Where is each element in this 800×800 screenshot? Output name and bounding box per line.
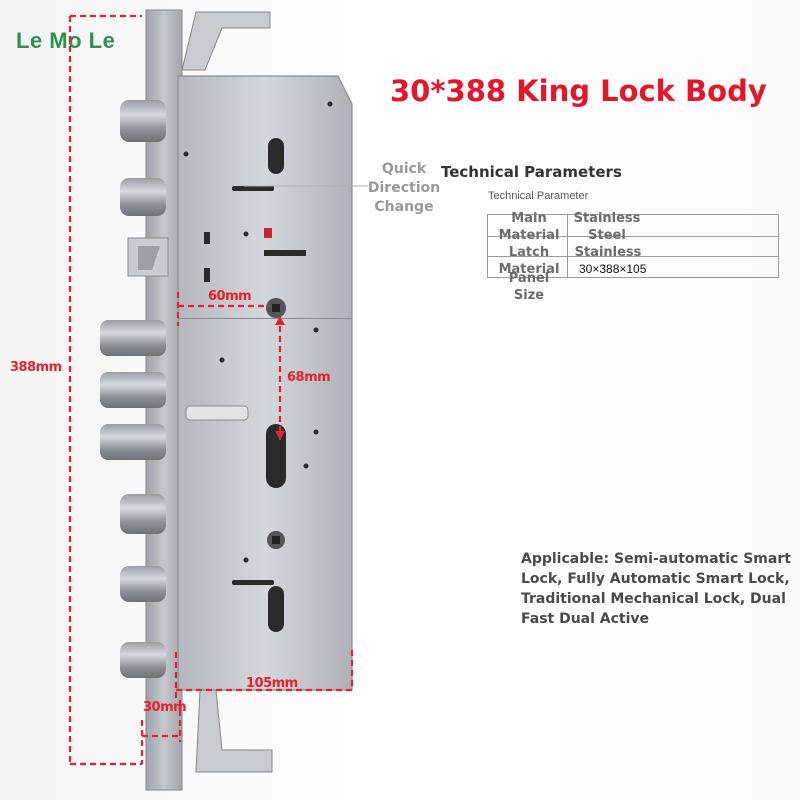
brand-logo-text: Le Mo Le [16, 28, 116, 53]
quick-direction-line-2: Direction [367, 180, 441, 196]
quick-direction-annotation: Quick Direction Change [366, 160, 442, 217]
table-row: Main Material [498, 211, 560, 243]
technical-parameter-subheading: Technical Parameter [488, 190, 589, 202]
table-row: Stainless Steel [573, 211, 641, 243]
panel-size-value: 30×388×105 [579, 262, 647, 276]
table-row: Stainless [574, 245, 642, 260]
parameter-table: Main Material Stainless Steel Latch Mate… [487, 211, 779, 303]
height-dimension-label: 388mm [10, 360, 62, 375]
quick-direction-line-3: Change [374, 199, 434, 215]
slot-window [185, 405, 249, 421]
cylinder-spacing-label: 68mm [287, 370, 331, 385]
table-row: Panel Size [508, 271, 550, 303]
width-dimension-label: 105mm [246, 676, 298, 691]
quick-direction-line-1: Quick [381, 161, 427, 177]
table-row: Latch Material [498, 245, 560, 277]
technical-parameters-heading: Technical Parameters [441, 163, 622, 181]
product-title: 30*388 King Lock Body [390, 74, 767, 108]
case-divider [178, 318, 352, 319]
top-bracket [181, 11, 271, 71]
thickness-dimension-label: 30mm [143, 700, 187, 715]
lock-case [177, 75, 353, 691]
applicable-description: Applicable: Semi-automatic Smart Lock, F… [521, 551, 791, 627]
handle-spacing-label: 60mm [208, 289, 252, 304]
bottom-bracket [195, 689, 273, 773]
deadbolts [100, 100, 166, 678]
dimension-lines [68, 14, 354, 766]
